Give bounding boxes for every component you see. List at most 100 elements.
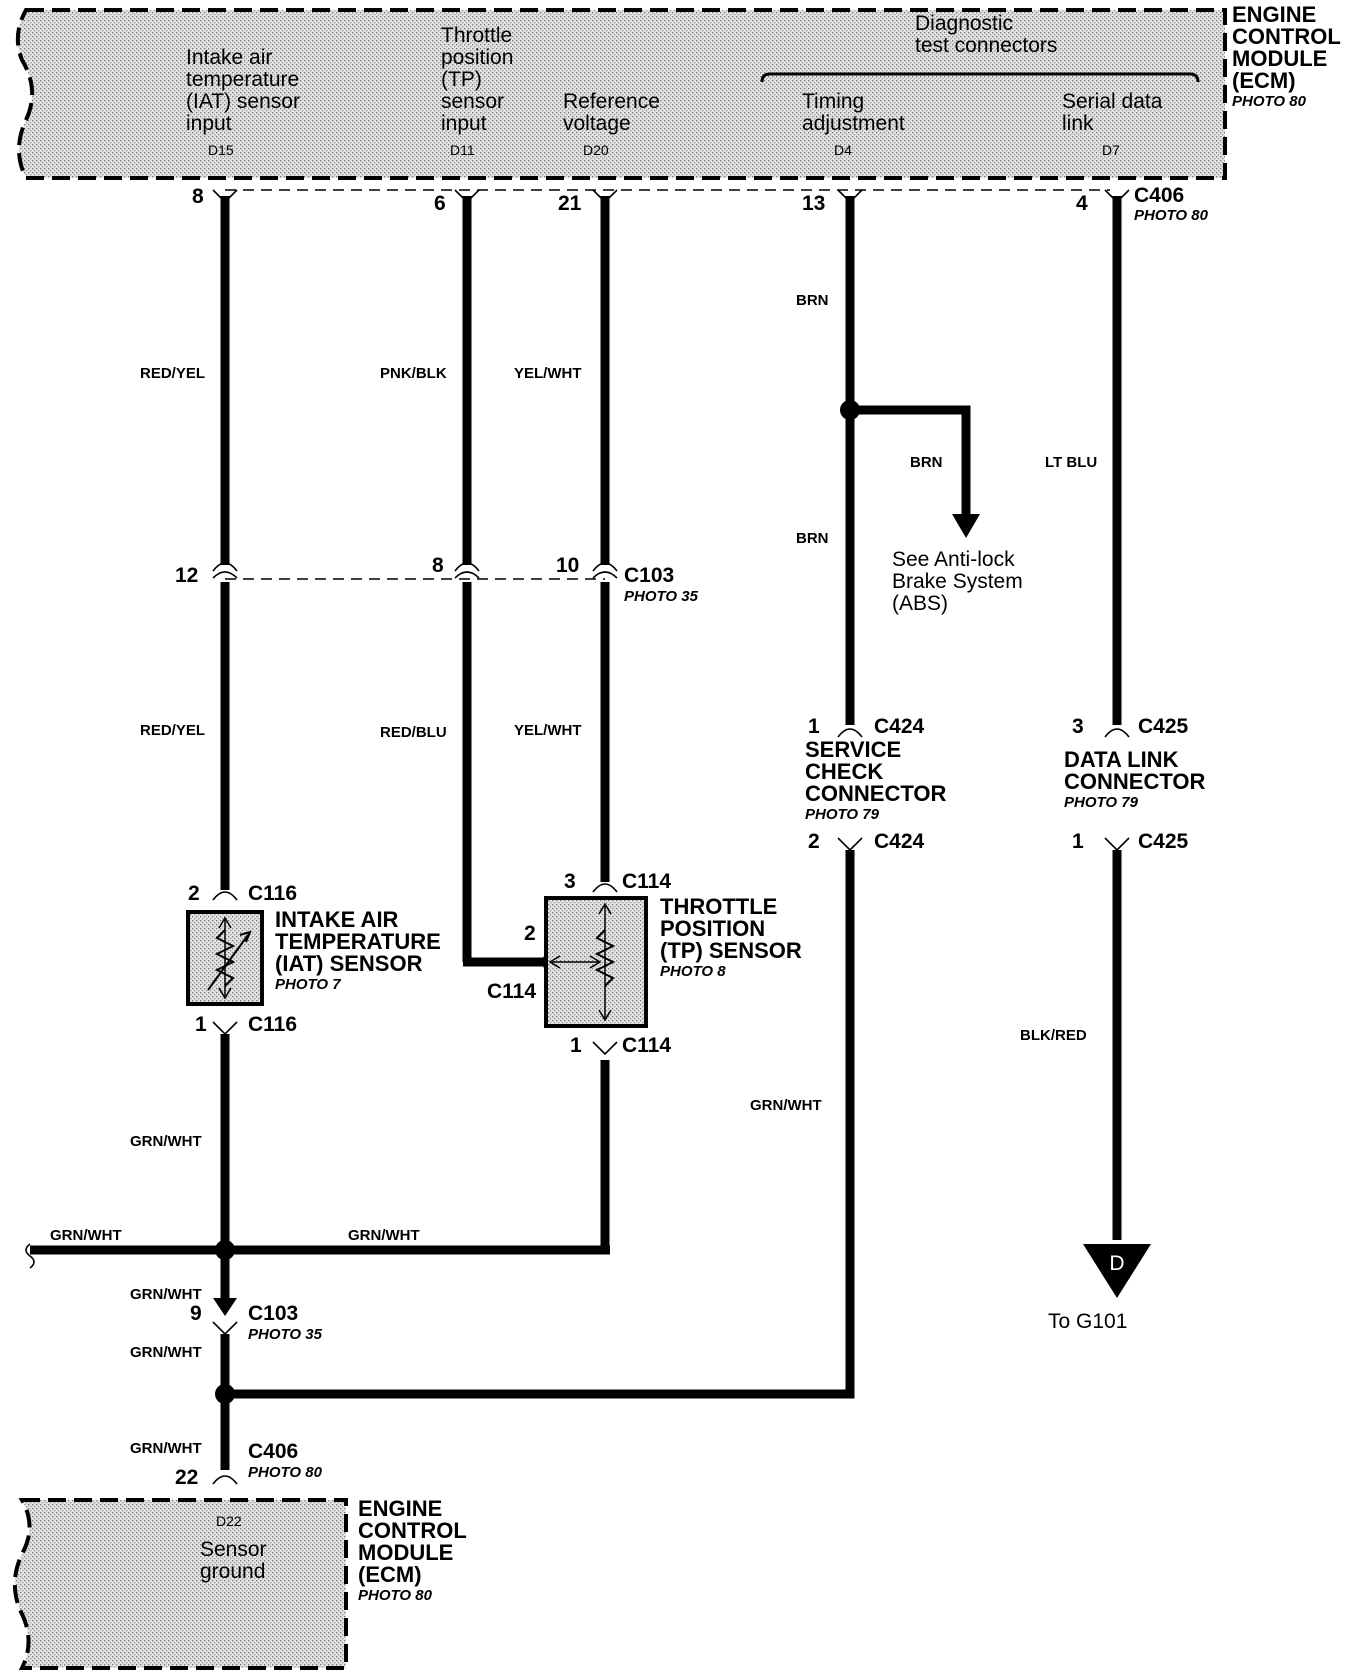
svg-text:Diagnostic: Diagnostic [915,12,1013,35]
svg-text:6: 6 [434,192,446,215]
wire-label-scs-ground: GRN/WHT [750,1097,822,1114]
svg-text:1: 1 [808,715,820,738]
svg-text:position: position [441,46,513,69]
svg-text:21: 21 [558,192,582,215]
svg-text:PHOTO 80: PHOTO 80 [248,1464,323,1481]
svg-text:adjustment: adjustment [802,112,905,135]
svg-text:MODULE: MODULE [358,1540,453,1565]
ecm-top-input-timing: Timing adjustment D4 [802,90,905,158]
wire-label-red-yel-mid: RED/YEL [140,722,205,739]
svg-text:D20: D20 [583,142,609,158]
svg-text:ENGINE: ENGINE [358,1496,442,1521]
svg-text:See Anti-lock: See Anti-lock [892,548,1015,571]
wire-service-check-ground [225,837,863,1399]
wire-label-grn-wht-d: GRN/WHT [130,1344,202,1361]
svg-text:Timing: Timing [802,90,864,113]
svg-text:MODULE: MODULE [1232,46,1327,71]
svg-text:9: 9 [190,1302,202,1325]
svg-text:(TP) SENSOR: (TP) SENSOR [660,938,802,963]
svg-text:1: 1 [570,1034,582,1057]
svg-text:Intake air: Intake air [186,46,272,69]
wire-label-grn-wht-left: GRN/WHT [50,1227,122,1244]
wire-label-lt-blu: LT BLU [1045,454,1097,471]
svg-text:1: 1 [1072,830,1084,853]
diag-bracket [760,72,1200,83]
svg-text:PHOTO 7: PHOTO 7 [275,976,341,993]
svg-text:THROTTLE: THROTTLE [660,894,777,919]
svg-text:D22: D22 [216,1513,242,1529]
svg-text:1: 1 [195,1013,207,1036]
wire-iat-signal [212,189,238,901]
c406-top-pins: 8 6 21 13 4 C406 PHOTO 80 [192,184,1209,224]
abs-note: See Anti-lock Brake System (ABS) [892,548,1023,615]
svg-text:Reference: Reference [563,90,660,113]
svg-text:CONNECTOR: CONNECTOR [1064,769,1205,794]
svg-text:input: input [186,112,232,135]
wire-label-grn-wht-a: GRN/WHT [130,1133,202,1150]
svg-text:C114: C114 [622,870,671,893]
svg-text:D15: D15 [208,142,234,158]
svg-text:link: link [1062,112,1094,135]
svg-text:C114: C114 [622,1034,671,1057]
c406-top-photo: PHOTO 80 [1134,207,1209,224]
tp-sensor: 3 C114 2 C114 THROTTLE POSITION (TP) SEN… [487,870,802,1057]
iat-sensor: 2 C116 INTAKE AIR TEMPERATURE (IAT) SENS… [186,882,441,1036]
svg-text:Serial data: Serial data [1062,90,1163,113]
ground-ref-label: To G101 [1048,1310,1127,1333]
svg-text:D11: D11 [450,142,475,158]
svg-text:(ECM): (ECM) [358,1562,422,1587]
c103-connector: 12 8 10 C103 PHOTO 35 [175,554,699,605]
ecm-top-input-tp: Throttle position (TP) sensor input D11 [441,24,513,158]
ecm-bottom-module: D22 Sensor ground [12,1498,348,1670]
svg-text:3: 3 [1072,715,1084,738]
svg-text:C425: C425 [1138,830,1189,853]
svg-text:C103: C103 [624,564,674,587]
svg-text:test connectors: test connectors [915,34,1057,57]
svg-text:C116: C116 [248,1013,297,1036]
svg-text:CONTROL: CONTROL [1232,24,1341,49]
svg-text:PHOTO 80: PHOTO 80 [358,1587,433,1604]
wire-label-yel-wht-mid: YEL/WHT [514,722,582,739]
wire-sensor-ground [25,1021,618,1485]
svg-text:input: input [441,112,487,135]
wire-label-red-yel-top: RED/YEL [140,365,205,382]
wire-timing-brn [837,189,980,738]
svg-text:C116: C116 [248,882,297,905]
data-link-connector: 3 C425 DATA LINK CONNECTOR PHOTO 79 1 C4… [1064,715,1205,853]
ecm-top-title: ENGINE CONTROL MODULE (ECM) PHOTO 80 [1232,2,1341,110]
svg-text:CONTROL: CONTROL [358,1518,467,1543]
svg-text:(ABS): (ABS) [892,592,948,615]
svg-text:(ECM): (ECM) [1232,68,1296,93]
svg-text:2: 2 [188,882,200,905]
wire-label-grn-wht-b: GRN/WHT [348,1227,420,1244]
svg-text:PHOTO 8: PHOTO 8 [660,963,726,980]
wire-label-brn-mid: BRN [796,530,829,547]
ecm-top-input-iat: Intake air temperature (IAT) sensor inpu… [186,46,300,158]
svg-text:D7: D7 [1102,142,1120,158]
svg-text:8: 8 [432,554,444,577]
svg-text:PHOTO 80: PHOTO 80 [1232,93,1307,110]
svg-text:TEMPERATURE: TEMPERATURE [275,929,441,954]
svg-text:Brake System: Brake System [892,570,1023,593]
service-check-connector: 1 C424 SERVICE CHECK CONNECTOR PHOTO 79 … [805,715,946,853]
svg-text:22: 22 [175,1466,198,1489]
svg-text:INTAKE AIR: INTAKE AIR [275,907,399,932]
svg-text:C424: C424 [874,715,925,738]
ecm-top-input-serial: Serial data link D7 [1062,90,1163,158]
wire-label-blk-red: BLK/RED [1020,1027,1087,1044]
c103-ground-pin: 9 C103 PHOTO 35 [190,1302,323,1343]
svg-text:DATA LINK: DATA LINK [1064,747,1179,772]
svg-text:SERVICE: SERVICE [805,737,901,762]
svg-text:4: 4 [1076,192,1088,215]
svg-text:(TP): (TP) [441,68,482,91]
svg-text:C114: C114 [487,980,536,1003]
svg-text:2: 2 [524,922,536,945]
svg-text:C425: C425 [1138,715,1189,738]
svg-text:PHOTO 35: PHOTO 35 [248,1326,323,1343]
svg-text:8: 8 [192,185,204,208]
svg-text:13: 13 [802,192,825,215]
wire-data-link-ground: D [1083,837,1151,1298]
svg-text:C424: C424 [874,830,925,853]
wire-reference [592,189,618,893]
svg-text:10: 10 [556,554,579,577]
